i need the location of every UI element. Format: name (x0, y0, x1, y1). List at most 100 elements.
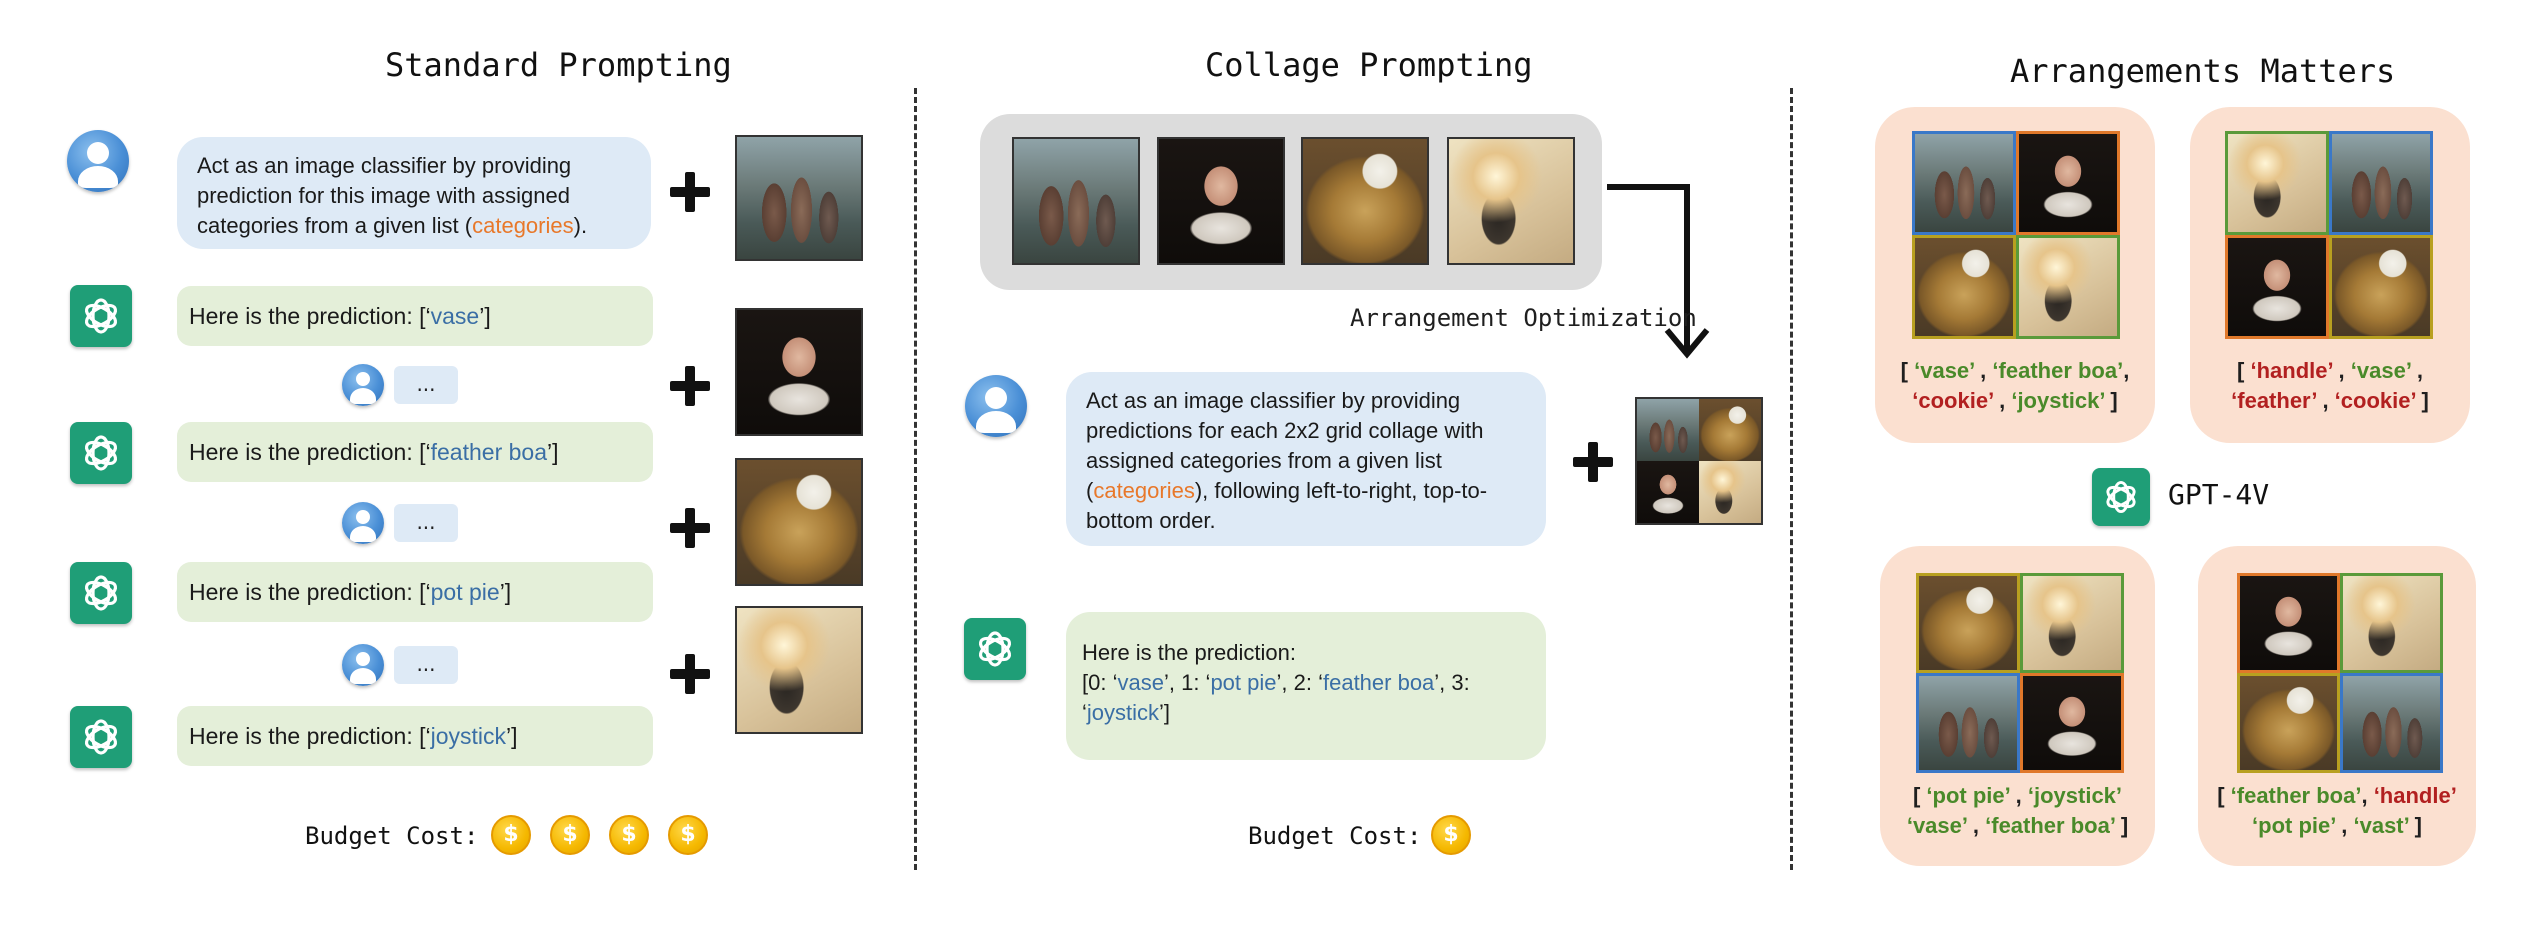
coin-icon: $ (491, 815, 531, 855)
collage-user-prompt: Act as an image classifier by providing … (1066, 372, 1546, 546)
user-avatar-icon (342, 364, 384, 406)
collage-cell (1699, 461, 1761, 523)
collage-cell (1699, 399, 1761, 461)
arrangement-prediction: [ ‘handle’ , ‘vase’ , ‘feather’ , ‘cooki… (2231, 358, 2429, 413)
grid-cell (2340, 573, 2443, 673)
response-bubble: Here is the prediction: [‘pot pie’] (177, 562, 653, 622)
coin-icon: $ (668, 815, 708, 855)
response-suffix: ’] (506, 723, 518, 749)
plus-icon (670, 654, 710, 694)
user-avatar-icon (342, 502, 384, 544)
prompt-text: Act as an image classifier by providing … (1086, 388, 1484, 503)
gpt-logo-icon (70, 422, 132, 484)
arrangement-grid (1912, 131, 2120, 339)
gpt-logo-icon (70, 285, 132, 347)
grid-cell (2237, 673, 2340, 773)
ellipsis-bubble: ... (394, 504, 458, 542)
user-avatar-icon (67, 130, 129, 192)
prediction-label: joystick (430, 723, 507, 749)
collage-prompting-heading: Collage Prompting (1205, 46, 1533, 84)
arrangement-grid (1916, 573, 2124, 773)
response-bubble: Here is the prediction: [‘vase’] (177, 286, 653, 346)
pot-pie-image (735, 458, 863, 586)
grid-cell (2225, 131, 2329, 235)
response-prefix: Here is the prediction: [‘ (189, 439, 431, 465)
vase-image (1012, 137, 1140, 265)
standard-user-prompt: Act as an image classifier by providing … (177, 137, 651, 249)
collage-response: Here is the prediction: [0: ‘vase’, 1: ‘… (1066, 612, 1546, 760)
arrangement-prediction: [ ‘feather boa’, ‘handle’ ‘pot pie’ , ‘v… (2217, 783, 2457, 838)
response-intro: Here is the prediction: (1082, 640, 1296, 665)
grid-cell (2020, 573, 2124, 673)
item-sep: ’, (1163, 670, 1182, 695)
plus-icon (670, 508, 710, 548)
grid-cell (2020, 673, 2124, 773)
arrangement-grid (2237, 573, 2443, 773)
gpt-logo-icon (2092, 468, 2150, 526)
user-avatar-icon (342, 644, 384, 686)
divider-left (914, 88, 917, 870)
grid-cell (1916, 573, 2020, 673)
prediction-label: pot pie (430, 579, 500, 605)
response-suffix: ’] (547, 439, 559, 465)
feather-boa-image (1157, 137, 1285, 265)
joystick-image (1447, 137, 1575, 265)
arrangements-heading: Arrangements Matters (2010, 52, 2396, 90)
plus-icon (670, 172, 710, 212)
divider-right (1790, 88, 1793, 870)
grid-cell (2237, 573, 2340, 673)
grid-cell (1912, 131, 2016, 235)
prediction-label: vase (1117, 670, 1164, 695)
arrangement-grid (2225, 131, 2433, 339)
arrangement-optimization-label: Arrangement Optimization (1350, 304, 1697, 332)
ellipsis-bubble: ... (394, 646, 458, 684)
item-index: [0: ‘ (1082, 670, 1118, 695)
response-prefix: Here is the prediction: [‘ (189, 579, 431, 605)
coin-icon: $ (1431, 815, 1471, 855)
response-items: [0: ‘vase’, 1: ‘pot pie’, 2: ‘feather bo… (1082, 668, 1530, 728)
item-index: 2: ‘ (1293, 670, 1323, 695)
arrangement-prediction: [ ‘pot pie’ , ‘joystick’ ‘vase’ , ‘feath… (1906, 783, 2129, 838)
item-sep: ’] (1159, 700, 1171, 725)
plus-icon (1573, 442, 1613, 482)
prediction-label: feather boa (430, 439, 547, 465)
response-bubble: Here is the prediction: [‘feather boa’] (177, 422, 653, 482)
arrangement-arrow (1607, 184, 1710, 359)
response-prefix: Here is the prediction: [‘ (189, 303, 431, 329)
prediction-label: joystick (1086, 700, 1160, 725)
coin-icon: $ (609, 815, 649, 855)
collage-cell (1637, 461, 1699, 523)
response-suffix: ’] (499, 579, 512, 605)
categories-text: categories (472, 213, 574, 238)
prompt-text-end: ), following left-to-right, top-to-botto… (1086, 478, 1488, 533)
collage-grid-image (1635, 397, 1763, 525)
grid-cell (2225, 235, 2329, 339)
standard-prompting-heading: Standard Prompting (385, 46, 732, 84)
prompt-text: Act as an image classifier by providing … (197, 153, 572, 238)
item-sep: ’, (1276, 670, 1294, 695)
plus-icon (670, 366, 710, 406)
prediction-label: vase (430, 303, 480, 329)
gpt-logo-icon (70, 562, 132, 624)
grid-cell (2329, 235, 2433, 339)
coin-icon: $ (550, 815, 590, 855)
item-sep: ’, (1434, 670, 1452, 695)
collage-cell (1637, 399, 1699, 461)
gpt-logo-icon (70, 706, 132, 768)
categories-text: categories (1093, 478, 1195, 503)
response-bubble: Here is the prediction: [‘joystick’] (177, 706, 653, 766)
joystick-image (735, 606, 863, 734)
ellipsis-bubble: ... (394, 366, 458, 404)
pot-pie-image (1301, 137, 1429, 265)
prediction-label: feather boa (1322, 670, 1435, 695)
grid-cell (2340, 673, 2443, 773)
model-label: GPT-4V (2168, 478, 2270, 511)
arrangement-prediction: [ ‘vase’ , ‘feather boa’, ‘cookie’ , ‘jo… (1900, 358, 2130, 413)
grid-cell (1912, 235, 2016, 339)
gpt-logo-icon (964, 618, 1026, 680)
vase-image (735, 135, 863, 261)
grid-cell (2016, 131, 2120, 235)
budget-cost-label: Budget Cost: (1248, 822, 1422, 850)
item-index: 1: ‘ (1181, 670, 1211, 695)
response-suffix: ’] (479, 303, 491, 329)
